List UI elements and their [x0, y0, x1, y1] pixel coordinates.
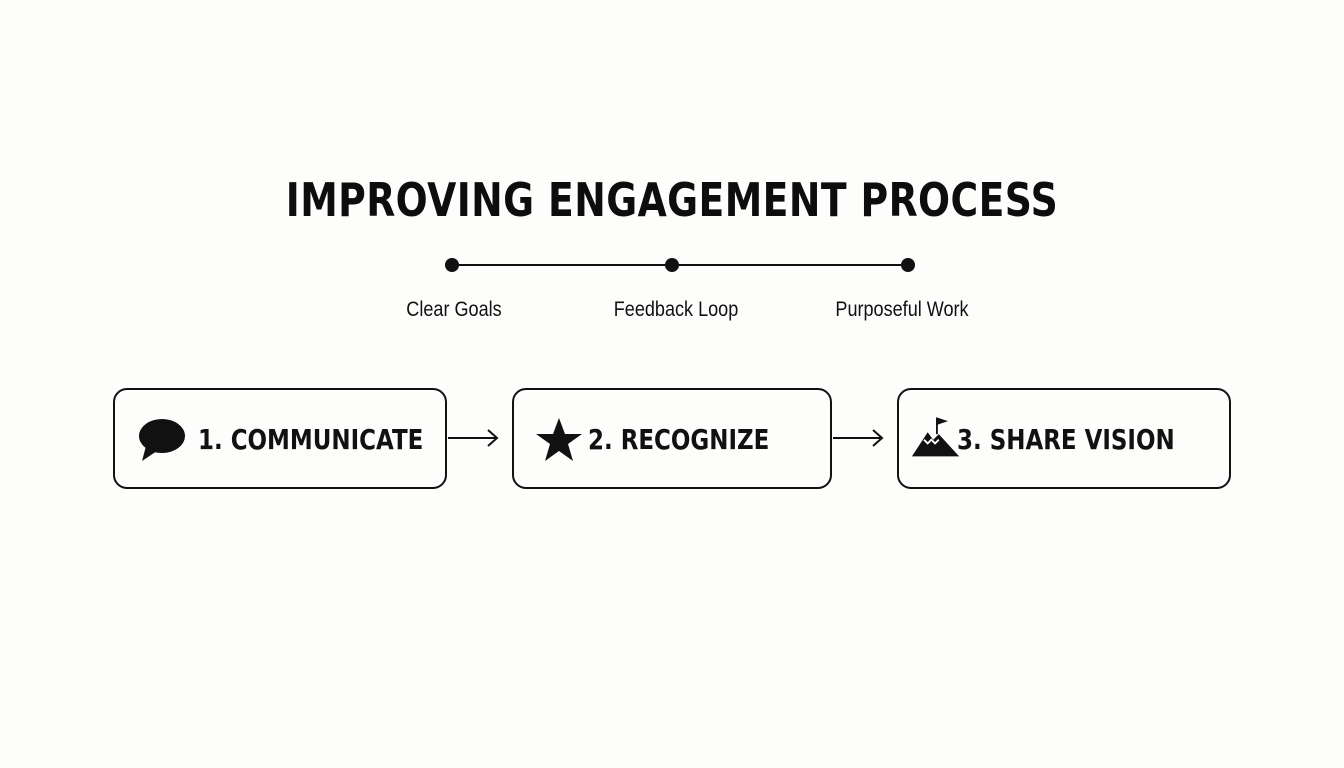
- step-communicate: 1. COMMUNICATE: [113, 388, 447, 489]
- step-label-share-vision: 3. SHARE VISION: [957, 423, 1175, 456]
- speech-bubble-icon: [139, 419, 185, 461]
- timeline-dot-clear-goals: [445, 258, 459, 272]
- timeline-label-purposeful-work: Purposeful Work: [835, 298, 969, 321]
- arrow-right-icon: [833, 429, 884, 447]
- timeline-line: [452, 264, 908, 266]
- timeline-dot-purposeful-work: [901, 258, 915, 272]
- timeline-label-feedback-loop: Feedback Loop: [613, 298, 739, 321]
- arrow-right-icon: [448, 429, 499, 447]
- timeline-label-clear-goals: Clear Goals: [406, 298, 502, 321]
- step-label-communicate: 1. COMMUNICATE: [198, 423, 424, 456]
- step-label-recognize: 2. RECOGNIZE: [588, 423, 770, 456]
- diagram-title: IMPROVING ENGAGEMENT PROCESS: [285, 173, 1059, 227]
- step-recognize: 2. RECOGNIZE: [512, 388, 832, 489]
- step-share-vision: 3. SHARE VISION: [897, 388, 1231, 489]
- timeline-dot-feedback-loop: [665, 258, 679, 272]
- star-icon: [536, 418, 582, 461]
- mountain-flag-icon: [911, 417, 960, 457]
